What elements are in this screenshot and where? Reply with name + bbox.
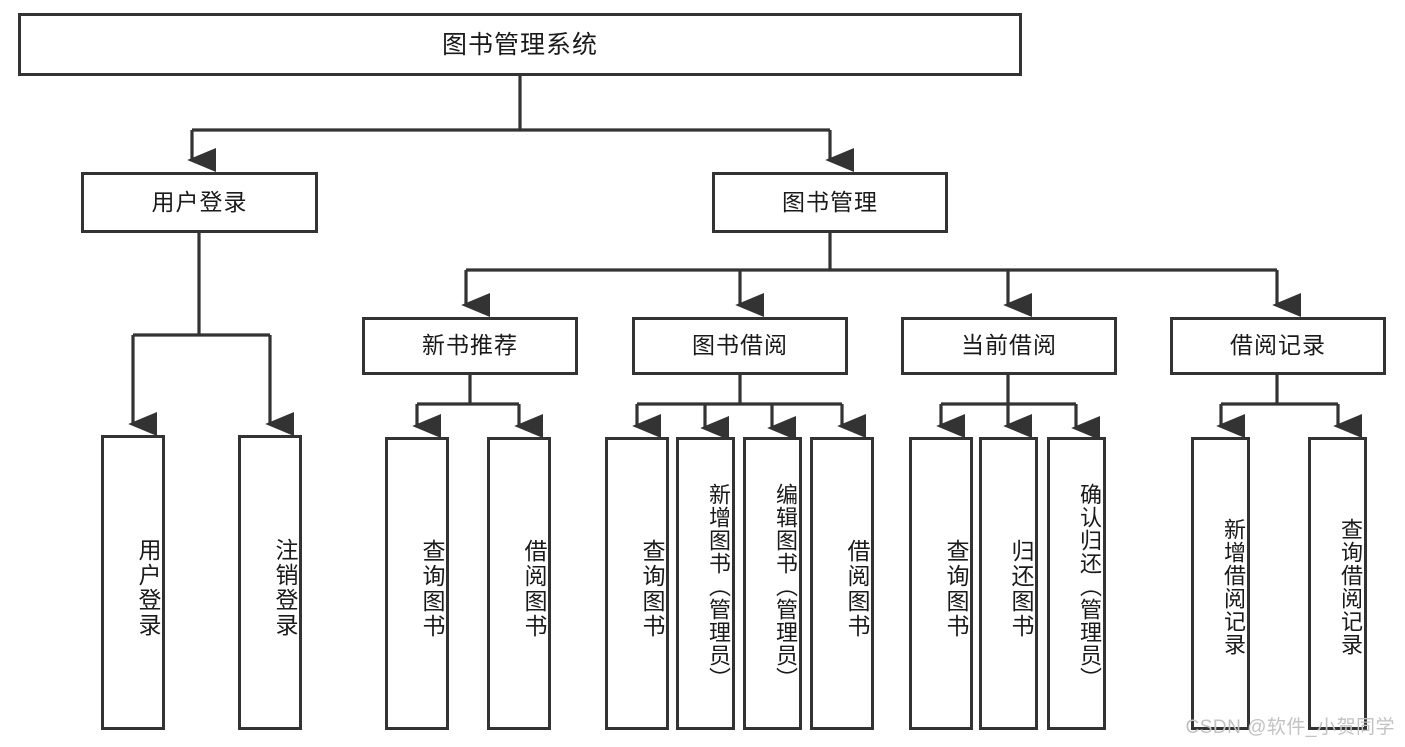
leaf-add-book[interactable]: 新增图书（管理员） — [676, 437, 735, 730]
leaf-edit-book[interactable]: 编辑图书（管理员） — [743, 437, 802, 730]
leaf-add-book-label: 新增图书（管理员） — [706, 483, 731, 690]
leaf-user-logout-label: 注销登录 — [272, 537, 298, 638]
node-current-borrow-label: 当前借阅 — [961, 332, 1057, 359]
leaf-return-book[interactable]: 归还图书 — [979, 437, 1038, 730]
leaf-query-book-1[interactable]: 查询图书 — [385, 437, 449, 730]
node-book-borrow[interactable]: 图书借阅 — [632, 317, 848, 375]
node-borrow-record[interactable]: 借阅记录 — [1170, 317, 1386, 375]
node-new-book-recommend-label: 新书推荐 — [422, 332, 518, 359]
leaf-query-book-1-label: 查询图书 — [419, 538, 445, 639]
leaf-edit-book-label: 编辑图书（管理员） — [773, 483, 798, 690]
node-current-borrow[interactable]: 当前借阅 — [901, 317, 1117, 375]
node-borrow-record-label: 借阅记录 — [1230, 332, 1326, 359]
node-user-login[interactable]: 用户登录 — [81, 172, 318, 233]
leaf-query-record[interactable]: 查询借阅记录 — [1308, 437, 1367, 730]
leaf-confirm-return-label: 确认归还（管理员） — [1077, 483, 1102, 690]
node-book-borrow-label: 图书借阅 — [692, 332, 788, 359]
leaf-borrow-book-1[interactable]: 借阅图书 — [487, 437, 551, 730]
node-root-label: 图书管理系统 — [441, 30, 598, 59]
leaf-query-book-3[interactable]: 查询图书 — [909, 437, 973, 730]
leaf-add-record-label: 新增借阅记录 — [1221, 517, 1246, 656]
leaf-return-book-label: 归还图书 — [1008, 538, 1034, 639]
node-user-login-label: 用户登录 — [151, 188, 248, 215]
node-root-title[interactable]: 图书管理系统 — [18, 13, 1022, 76]
leaf-add-record[interactable]: 新增借阅记录 — [1191, 437, 1250, 730]
leaf-query-book-3-label: 查询图书 — [943, 538, 969, 639]
leaf-user-login-label: 用户登录 — [135, 537, 161, 638]
node-book-manage-label: 图书管理 — [782, 188, 878, 215]
leaf-user-logout[interactable]: 注销登录 — [238, 435, 302, 730]
leaf-borrow-book-1-label: 借阅图书 — [521, 538, 547, 639]
node-new-book-recommend[interactable]: 新书推荐 — [362, 317, 578, 375]
watermark: CSDN @软件_小贺同学 — [1185, 717, 1395, 738]
leaf-borrow-book-2-label: 借阅图书 — [844, 538, 870, 639]
leaf-query-book-2-label: 查询图书 — [639, 538, 665, 639]
leaf-query-record-label: 查询借阅记录 — [1338, 517, 1363, 656]
leaf-confirm-return[interactable]: 确认归还（管理员） — [1047, 437, 1106, 730]
node-book-manage[interactable]: 图书管理 — [712, 172, 948, 233]
leaf-borrow-book-2[interactable]: 借阅图书 — [810, 437, 874, 730]
leaf-user-login[interactable]: 用户登录 — [101, 435, 165, 730]
leaf-query-book-2[interactable]: 查询图书 — [605, 437, 669, 730]
